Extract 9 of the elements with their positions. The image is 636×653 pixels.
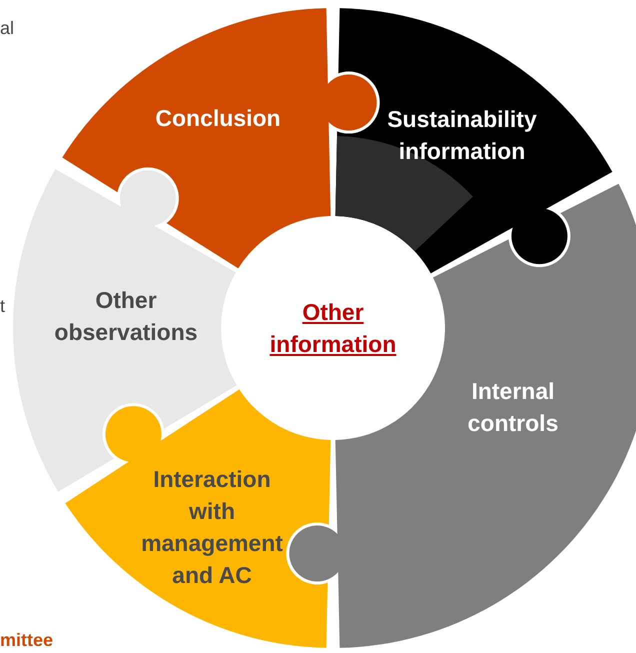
- text-fragment: mittee: [0, 630, 54, 651]
- text-fragment: al: [0, 18, 14, 39]
- segment-label: Other observations: [53, 286, 199, 347]
- segment-label: Internal controls: [466, 377, 560, 438]
- center-label: Other information: [268, 298, 398, 359]
- segment-label: Conclusion: [154, 104, 282, 133]
- segment-label: Interaction with management and AC: [140, 465, 284, 590]
- text-fragment: t: [0, 296, 6, 317]
- segment-label: Sustainability information: [386, 105, 538, 166]
